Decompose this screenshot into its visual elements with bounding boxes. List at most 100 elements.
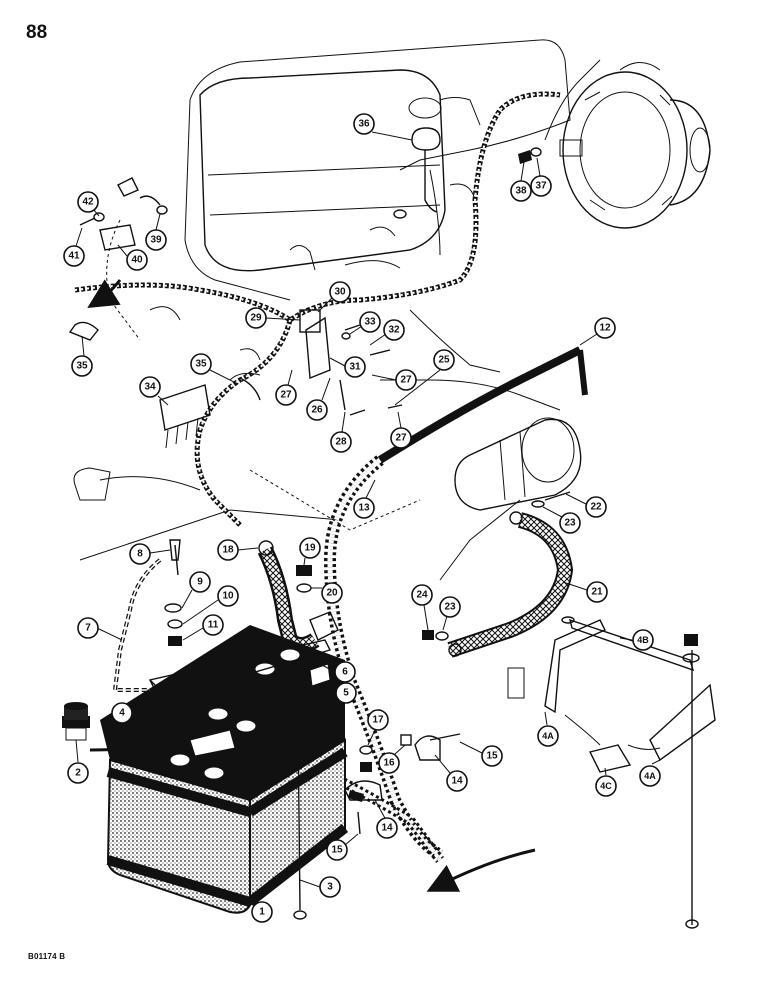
callout-27-left: 27 (275, 369, 297, 406)
callout-23-top: 23 (542, 506, 581, 534)
callouts: 1 2 3 4 4A 4A 4B 4C 5 6 7 8 9 10 11 12 1… (63, 113, 661, 923)
hold-down-brackets (544, 616, 716, 929)
callout-16-label: 16 (383, 758, 395, 769)
callout-15-right: 15 (459, 741, 503, 767)
callout-16: 16 (378, 744, 406, 774)
callout-30-label: 30 (334, 287, 346, 298)
callout-36-label: 36 (358, 119, 370, 130)
callout-27-mid-label: 27 (400, 375, 412, 386)
battery (100, 625, 349, 914)
callout-18: 18 (217, 539, 259, 561)
callout-20: 20 (311, 582, 343, 604)
callout-20-label: 20 (326, 588, 338, 599)
battery-cap (62, 702, 90, 741)
callout-22: 22 (565, 493, 607, 518)
hardware (68, 127, 571, 835)
callout-18-label: 18 (222, 545, 234, 556)
callout-4c: 4C (595, 767, 617, 797)
callout-7: 7 (77, 617, 123, 641)
callout-41-label: 41 (68, 251, 80, 262)
callout-26: 26 (306, 377, 331, 421)
callout-27-low: 27 (390, 411, 412, 449)
callout-21: 21 (562, 581, 608, 603)
callout-40: 40 (117, 244, 148, 271)
callout-21-label: 21 (591, 587, 603, 598)
callout-39-label: 39 (150, 235, 162, 246)
callout-4: 4 (111, 695, 159, 724)
callout-34-label: 34 (144, 382, 156, 393)
callout-37-label: 37 (535, 181, 547, 192)
callout-33-label: 33 (364, 317, 376, 328)
callout-17-label: 17 (372, 715, 384, 726)
callout-5-label: 5 (343, 688, 349, 699)
callout-6-label: 6 (342, 667, 348, 678)
callout-28-label: 28 (335, 437, 347, 448)
callout-36: 36 (353, 113, 413, 141)
callout-40-label: 40 (131, 255, 143, 266)
callout-31: 31 (329, 356, 366, 378)
callout-30: 30 (317, 281, 351, 313)
callout-4a-left: 4A (537, 711, 559, 747)
callout-42-label: 42 (82, 197, 94, 208)
callout-4a-right: 4A (639, 759, 661, 787)
callout-9-label: 9 (197, 577, 203, 588)
callout-23-bottom: 23 (439, 596, 461, 631)
callout-24-label: 24 (416, 590, 428, 601)
callout-28: 28 (330, 411, 352, 453)
callout-12-label: 12 (599, 323, 611, 334)
callout-4-label: 4 (119, 708, 125, 719)
callout-13-label: 13 (358, 503, 370, 514)
callout-7-label: 7 (85, 623, 91, 634)
callout-38: 38 (510, 161, 532, 202)
engine-block (79, 39, 571, 581)
callout-4a-left-label: 4A (542, 731, 554, 741)
callout-15-right-label: 15 (486, 751, 498, 762)
callout-39: 39 (145, 213, 167, 251)
callout-4b-label: 4B (637, 635, 649, 645)
callout-35-right: 35 (190, 353, 239, 385)
callout-6: 6 (321, 661, 356, 683)
callout-31-label: 31 (349, 362, 361, 373)
callout-15-left: 15 (326, 833, 359, 861)
callout-35-left: 35 (71, 335, 93, 377)
callout-38-label: 38 (515, 186, 527, 197)
callout-1-label: 1 (259, 907, 265, 918)
callout-27-low-label: 27 (395, 433, 407, 444)
callout-37: 37 (530, 157, 552, 197)
hold-down-assembly (112, 539, 332, 701)
hold-down-rod (293, 719, 307, 920)
callout-1: 1 (247, 896, 273, 923)
callout-11-label: 11 (208, 620, 219, 631)
ground-strap (447, 511, 574, 699)
callout-23-top-label: 23 (564, 518, 576, 529)
callout-4c-label: 4C (600, 781, 612, 791)
callout-13: 13 (353, 479, 376, 519)
callout-33: 33 (349, 311, 381, 335)
callout-23-bottom-label: 23 (444, 602, 456, 613)
direction-arrows (87, 279, 661, 892)
callout-14-bottom-label: 14 (381, 823, 393, 834)
callout-2-label: 2 (75, 768, 81, 779)
callout-3: 3 (299, 876, 341, 898)
callout-26-label: 26 (311, 405, 323, 416)
callout-32-label: 32 (388, 325, 400, 336)
figure-code: B01174 B (28, 952, 66, 961)
callout-22-label: 22 (590, 502, 602, 513)
callout-29: 29 (245, 307, 301, 329)
callout-27-mid: 27 (371, 369, 417, 391)
callout-10-label: 10 (222, 591, 234, 602)
callout-35-right-label: 35 (195, 359, 207, 370)
callout-35-left-label: 35 (76, 361, 88, 372)
wiring-harness (73, 59, 601, 527)
callout-14-top: 14 (434, 754, 468, 792)
callout-34: 34 (139, 376, 169, 406)
callout-29-label: 29 (250, 313, 262, 324)
callout-19: 19 (299, 537, 321, 566)
callout-11: 11 (182, 614, 224, 641)
callout-42: 42 (77, 191, 100, 217)
callout-19-label: 19 (304, 543, 316, 554)
callout-17: 17 (367, 709, 389, 746)
callout-41: 41 (63, 227, 85, 267)
callout-27-left-label: 27 (280, 390, 292, 401)
